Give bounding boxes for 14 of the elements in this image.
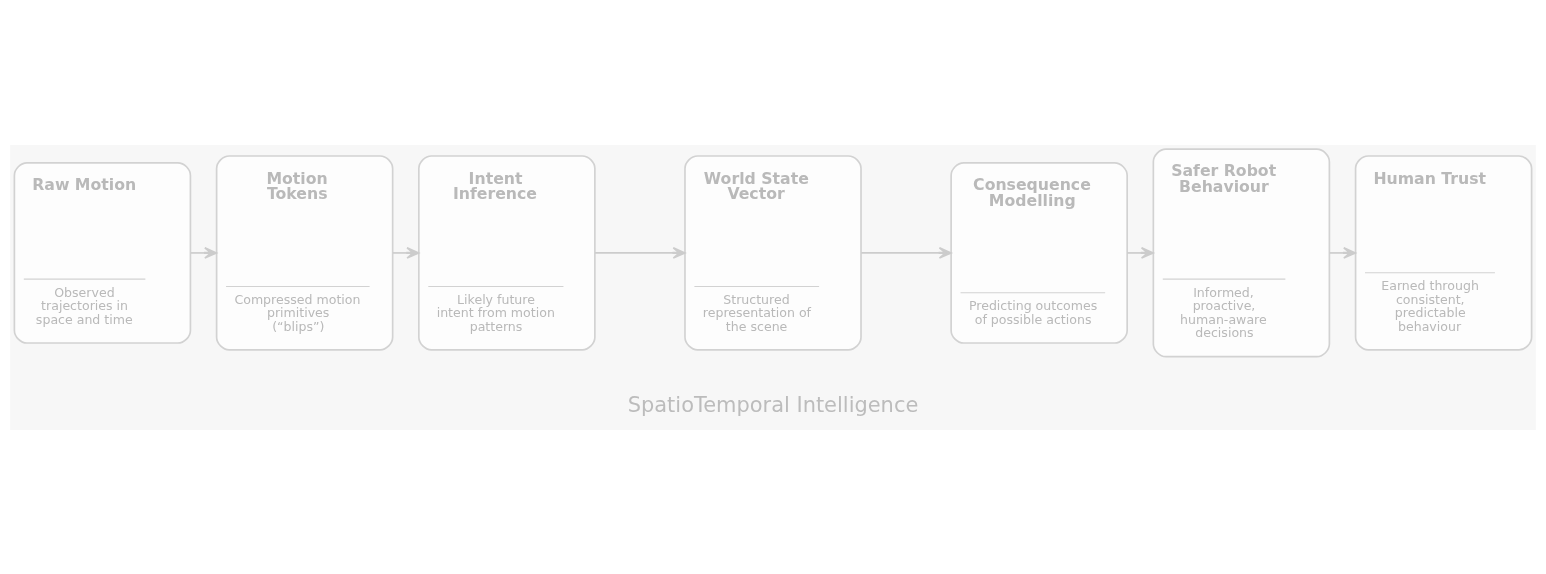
node-box: Raw Motion Observed trajectories in space and time bbox=[13, 161, 192, 344]
node-box: Consequence Modelling Predicting outcomes of possible actions bbox=[950, 161, 1128, 344]
label: SpatioTemporal Intelligence bbox=[627, 392, 919, 417]
node-box: Motion Tokens Compressed motion primitives (“blips”) bbox=[215, 154, 394, 351]
node-box: Intent Inference Likely future intent from motion patterns bbox=[418, 154, 596, 351]
node-box: World State Vector Structured representation of the scene bbox=[684, 154, 862, 351]
node-box: Human Trust Earned through consistent, predictable behaviour bbox=[1354, 154, 1533, 351]
arrow bbox=[860, 246, 952, 259]
arrow bbox=[594, 246, 686, 259]
arrow bbox=[189, 246, 218, 259]
arrow bbox=[1328, 246, 1357, 259]
arrow bbox=[392, 246, 420, 259]
node-box: Safer Robot Behaviour Informed, proactive, human-aware decisions bbox=[1152, 147, 1331, 357]
arrow bbox=[1126, 246, 1154, 259]
